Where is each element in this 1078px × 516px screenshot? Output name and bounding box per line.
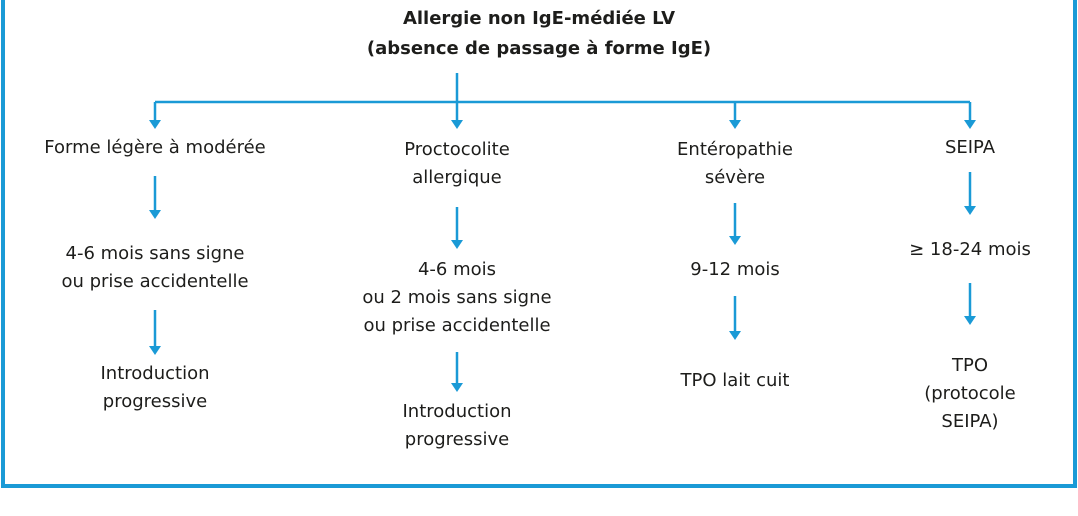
arrow-branch-2-to-outcome [451, 352, 463, 392]
branch-3-delay: 9-12 mois [615, 256, 855, 284]
branch-3-outcome: TPO lait cuit [615, 367, 855, 395]
branch-1-delay-line: 4-6 mois sans signe [65, 243, 245, 264]
branch-3-label: Entéropathie sévère [615, 136, 855, 192]
arrow-branch-1-to-outcome [149, 310, 161, 355]
branch-4-label: SEIPA [870, 134, 1070, 162]
branch-1-label: Forme légère à modérée [5, 134, 305, 162]
branch-2-outcome: Introduction progressive [307, 398, 607, 454]
arrow-to-branch-4 [964, 102, 976, 129]
diagram-title: Allergie non IgE-médiée LV (absence de p… [189, 4, 889, 64]
title-line-2: (absence de passage à forme IgE) [366, 38, 712, 59]
arrow-to-branch-2 [451, 102, 463, 129]
branch-1-outcome-line: Introduction [100, 363, 210, 384]
arrow-to-branch-1 [149, 102, 161, 129]
branch-4-outcome-line: SEIPA) [941, 411, 999, 432]
arrow-branch-4-to-delay [964, 172, 976, 215]
branch-4-delay-line: ≥ 18-24 mois [909, 239, 1031, 260]
arrow-branch-1-to-delay [149, 176, 161, 219]
branch-3-label-line: sévère [704, 167, 766, 188]
arrow-to-branch-3 [729, 102, 741, 129]
frame-border [1, 0, 1077, 488]
branch-4-label-line: SEIPA [944, 137, 996, 158]
branch-3-label-line: Entéropathie [677, 139, 793, 160]
branch-1-outcome: Introduction progressive [5, 360, 305, 416]
branch-2-delay: 4-6 mois ou 2 mois sans signe ou prise a… [307, 256, 607, 340]
branch-2-delay-line: ou 2 mois sans signe [362, 287, 552, 308]
branch-4-delay: ≥ 18-24 mois [870, 236, 1070, 264]
arrow-branch-4-to-outcome [964, 283, 976, 325]
branch-3-delay-line: 9-12 mois [690, 259, 780, 280]
branch-4-outcome-line: TPO [951, 355, 989, 376]
branch-2-label: Proctocolite allergique [307, 136, 607, 192]
arrow-branch-3-to-outcome [729, 296, 741, 340]
branch-2-delay-line: 4-6 mois [417, 259, 497, 280]
branch-4-outcome: TPO (protocole SEIPA) [870, 352, 1070, 436]
branch-3-outcome-line: TPO lait cuit [680, 370, 790, 391]
arrow-branch-2-to-delay [451, 207, 463, 249]
branch-1-outcome-line: progressive [102, 391, 208, 412]
branch-2-delay-line: ou prise accidentelle [363, 315, 551, 336]
arrow-branch-3-to-delay [729, 203, 741, 245]
branch-1-label-line: Forme légère à modérée [44, 137, 266, 158]
branch-2-label-line: allergique [412, 167, 502, 188]
title-line-1: Allergie non IgE-médiée LV [402, 8, 676, 29]
branch-2-outcome-line: progressive [404, 429, 510, 450]
branch-2-outcome-line: Introduction [402, 401, 512, 422]
branch-4-outcome-line: (protocole [924, 383, 1016, 404]
branch-2-label-line: Proctocolite [404, 139, 510, 160]
branch-1-delay: 4-6 mois sans signe ou prise accidentell… [5, 240, 305, 296]
branch-1-delay-line: ou prise accidentelle [61, 271, 249, 292]
